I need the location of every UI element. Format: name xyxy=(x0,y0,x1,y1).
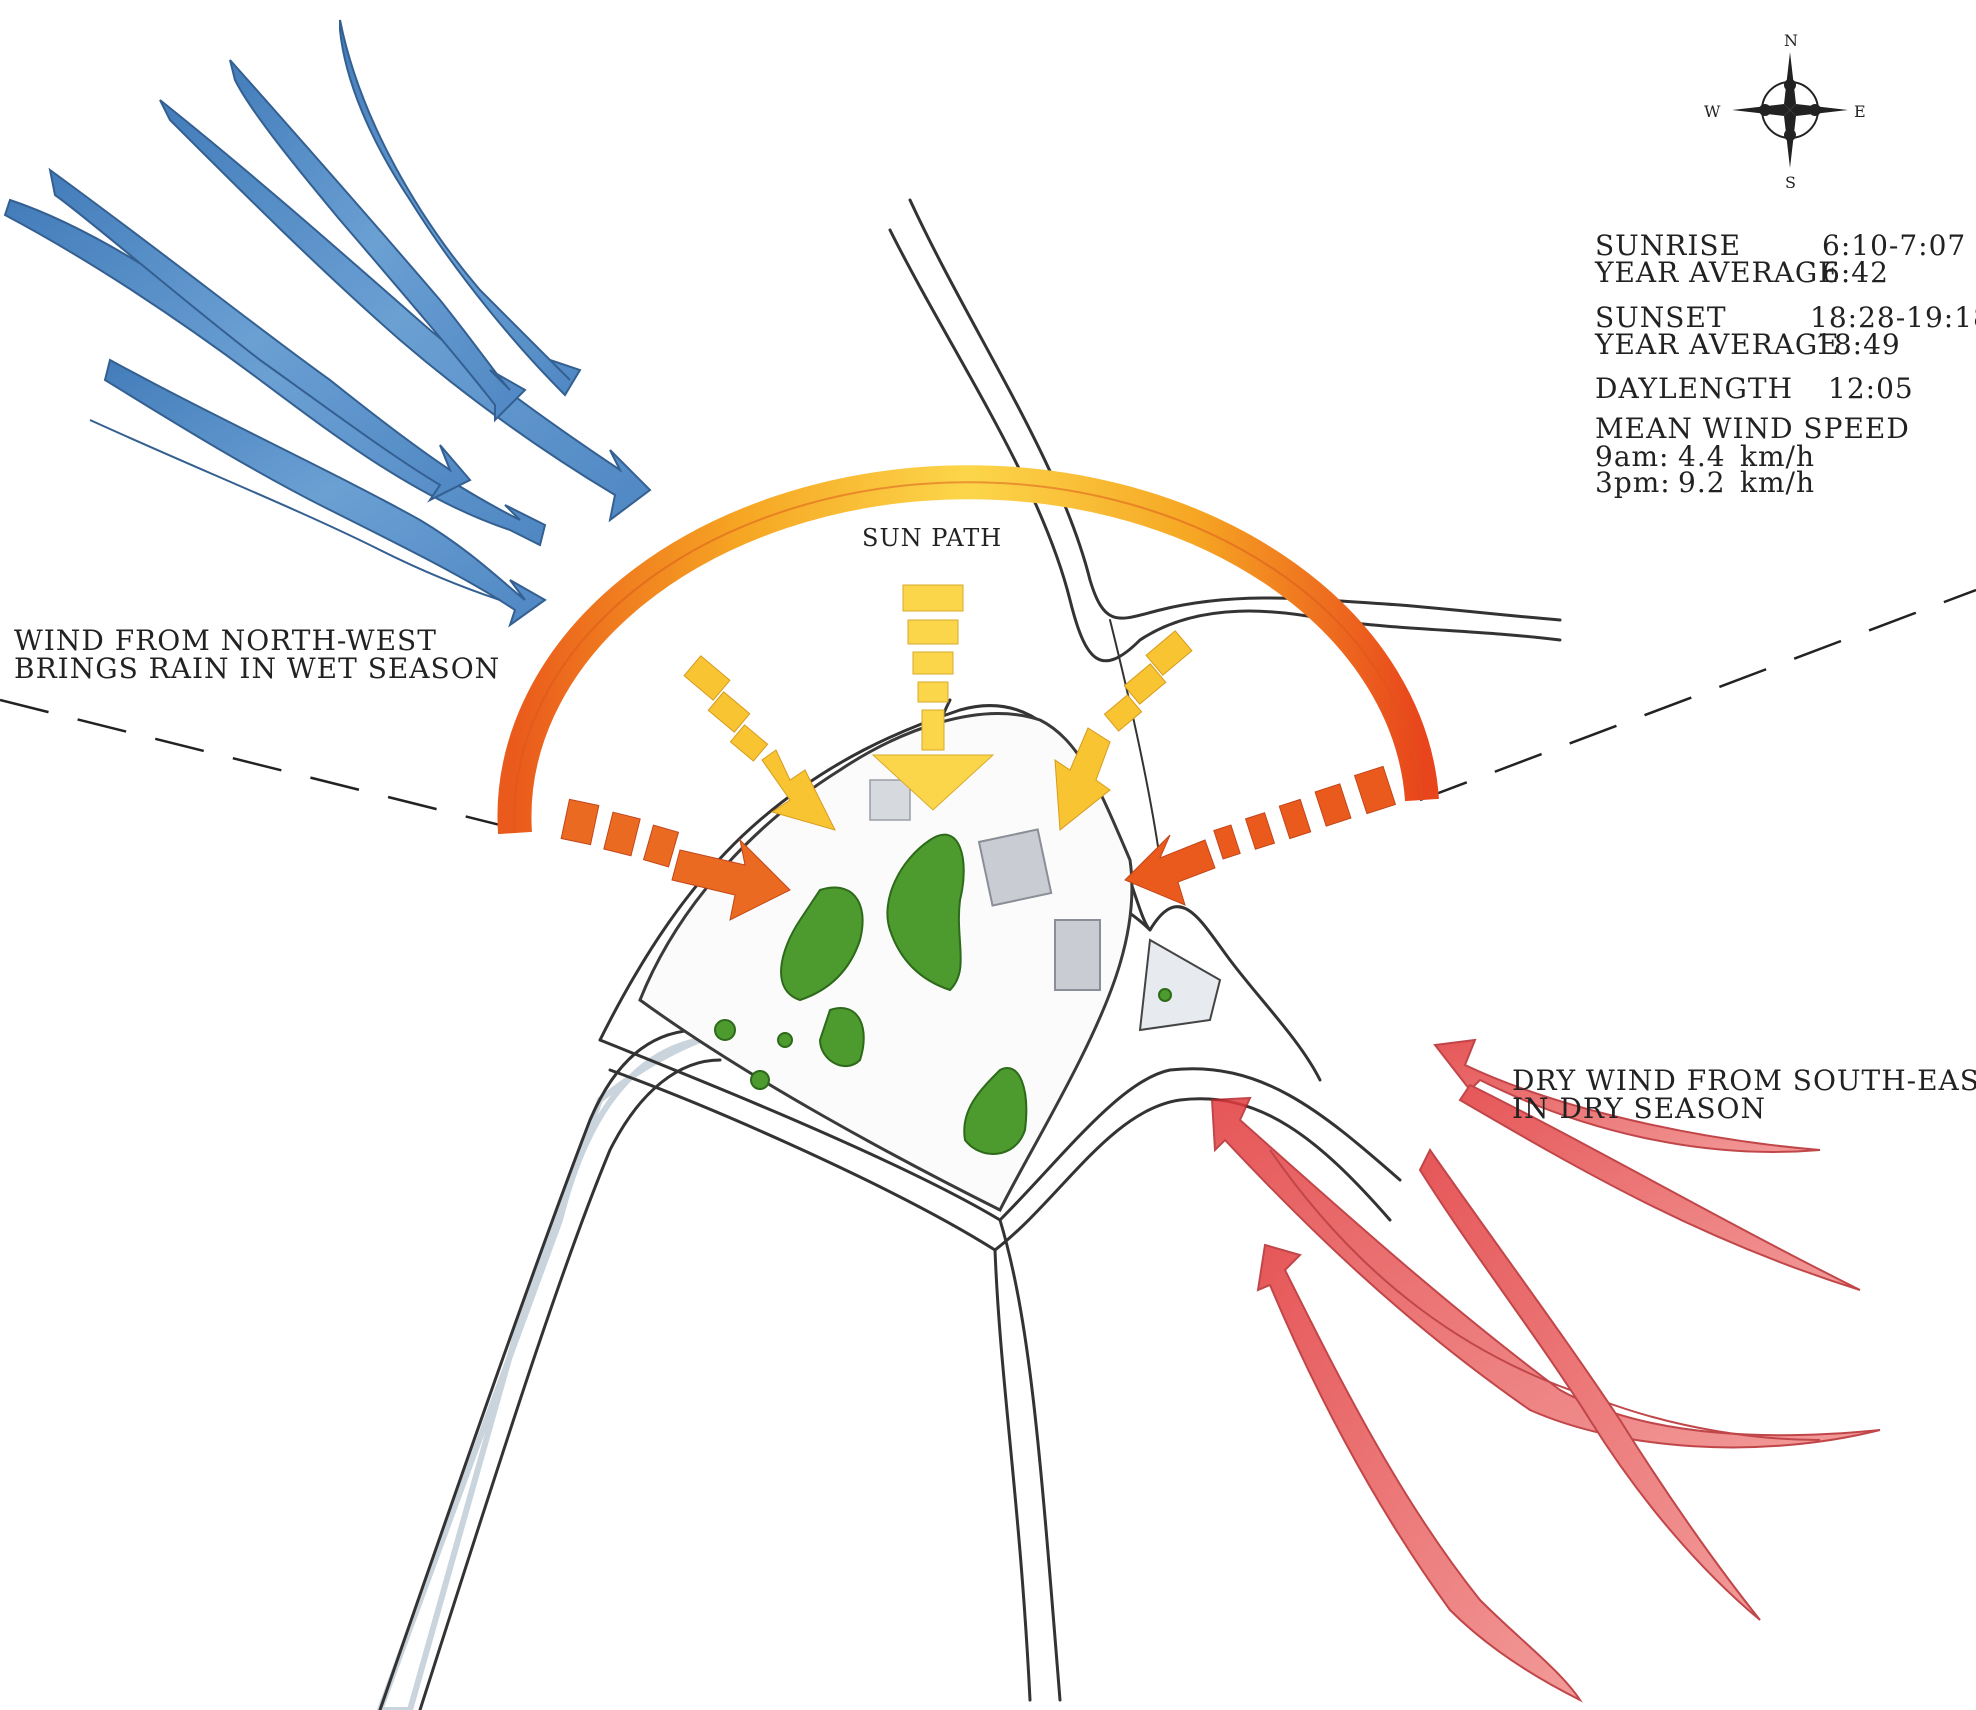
sunrise-average-value: 6:42 xyxy=(1822,256,1889,289)
sun-path-label: SUN PATH xyxy=(862,524,1002,552)
sunrise-average-label: YEAR AVERAGE xyxy=(1594,256,1840,289)
north-west-wind-label-line2: BRINGS RAIN IN WET SEASON xyxy=(14,652,500,685)
sunset-average-value: 18:49 xyxy=(1815,328,1901,361)
south-east-wind-label-line2: IN DRY SEASON xyxy=(1512,1092,1766,1125)
south-east-wind-arrows xyxy=(1212,1040,1880,1700)
compass-west: W xyxy=(1704,102,1721,121)
wind-3pm-unit: km/h xyxy=(1740,466,1815,499)
compass-east: E xyxy=(1854,102,1867,121)
compass-rose: N E S W xyxy=(1704,31,1867,192)
compass-south: S xyxy=(1785,173,1797,192)
wind-3pm-value: 9.2 xyxy=(1678,466,1726,499)
climate-notes: SUNRISE 6:10-7:07 YEAR AVERAGE 6:42 SUNS… xyxy=(1594,229,1976,499)
compass-north: N xyxy=(1784,31,1799,50)
wind-3pm-label: 3pm: xyxy=(1595,466,1671,499)
daylength-value: 12:05 xyxy=(1828,372,1914,405)
daylength-label: DAYLENGTH xyxy=(1595,372,1793,405)
sunset-average-label: YEAR AVERAGE xyxy=(1594,328,1840,361)
north-west-wind-arrows xyxy=(5,20,650,625)
